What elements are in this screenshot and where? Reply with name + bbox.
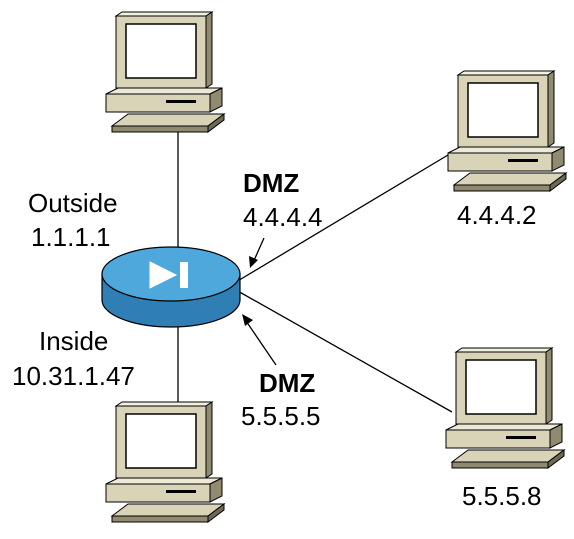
link-firewall-dmz1-pc [235, 154, 449, 283]
desktop-computer-icon [445, 347, 565, 469]
outside-interface-ip: 1.1.1.1 [31, 222, 111, 252]
dmz2-interface-name: DMZ [259, 368, 315, 398]
link-firewall-dmz2-pc [235, 289, 453, 413]
pix-firewall-icon [101, 246, 241, 328]
desktop-computer-icon [105, 11, 225, 133]
dmz2-interface-ip: 5.5.5.5 [241, 401, 321, 431]
inside-interface-name: Inside [39, 326, 108, 356]
dmz1-interface-ip: 4.4.4.4 [243, 202, 323, 232]
pc-right-top-ip: 4.4.4.2 [457, 200, 537, 230]
dmz2-pointer [242, 314, 277, 366]
inside-interface-ip: 10.31.1.47 [12, 361, 135, 391]
desktop-computer-icon [105, 401, 225, 523]
desktop-computer-icon [447, 70, 567, 192]
outside-interface-name: Outside [28, 188, 118, 218]
dmz1-interface-name: DMZ [243, 168, 299, 198]
dmz1-pointer [249, 237, 265, 268]
pc-right-bottom-ip: 5.5.5.8 [462, 481, 542, 511]
